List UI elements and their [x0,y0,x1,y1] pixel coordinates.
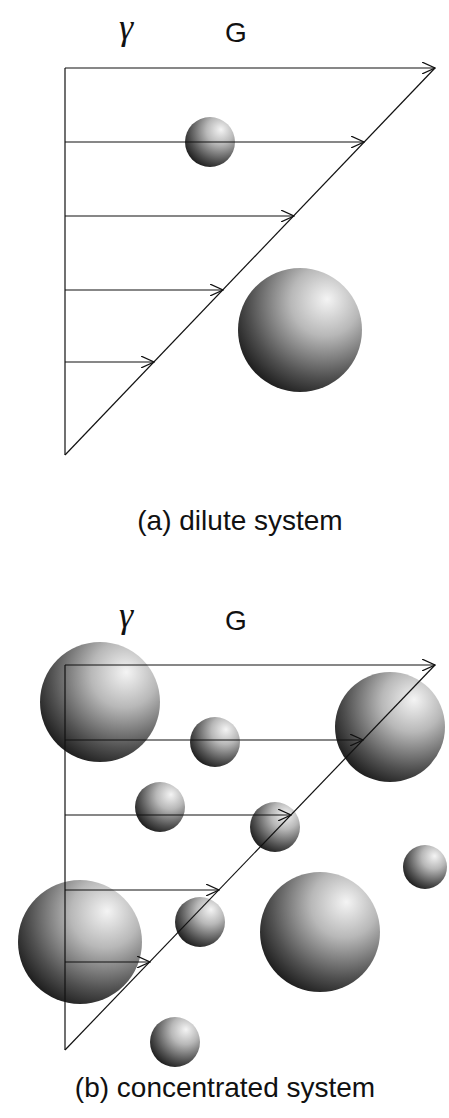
shear-rate-symbol: γ [119,596,133,636]
modulus-symbol: G [225,18,247,49]
panel-caption: (b) concentrated system [75,1073,375,1104]
modulus-symbol: G [225,606,247,637]
particle-spheres [18,117,447,1067]
panel-caption: (a) dilute system [137,506,342,537]
shear-rate-symbol: γ [119,8,133,48]
velocity-profile [65,68,435,1050]
